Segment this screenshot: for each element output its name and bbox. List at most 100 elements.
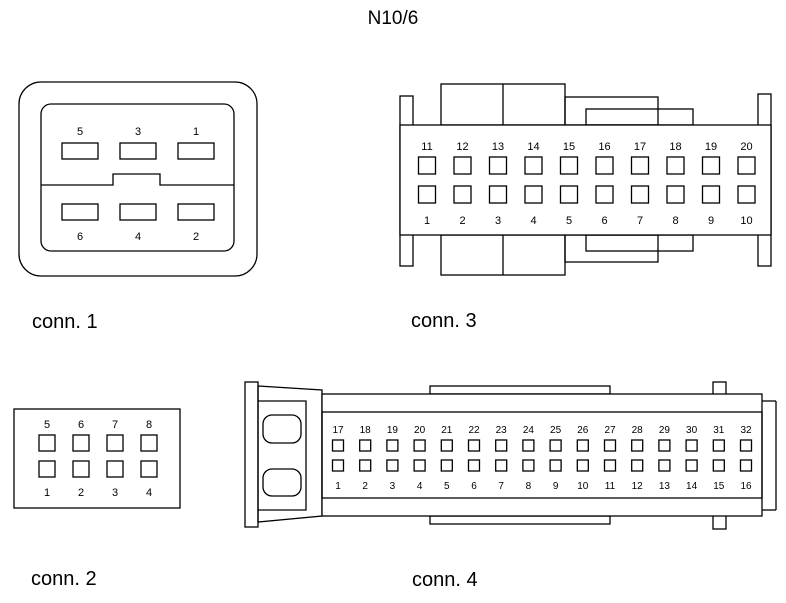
- connector-4-latch-hole-bottom: [262, 468, 302, 497]
- conn4-bottom-pin-cavity: [712, 459, 725, 472]
- conn3-top-pin-cavity: [488, 156, 508, 175]
- conn4-bottom-pin-cavity: [331, 459, 345, 472]
- conn1-top-pin-cavity: [177, 142, 215, 160]
- conn4-pin-number: 28: [632, 425, 644, 436]
- conn3-bottom-pin-cavity: [701, 185, 721, 204]
- conn4-pin-number: 15: [713, 481, 725, 492]
- conn4-pin-number: 21: [441, 425, 453, 436]
- conn3-top-pin-cavity: [595, 156, 614, 175]
- conn4-top-pin-cavity: [359, 439, 372, 452]
- conn3-pin-number: 7: [637, 215, 643, 227]
- conn4-top-pin-cavity: [522, 439, 535, 452]
- conn3-top-pin-cavity: [417, 156, 437, 175]
- conn4-pin-number: 10: [577, 481, 589, 492]
- connector-4-latch-hole-top: [262, 414, 302, 444]
- conn3-bottom-pin-cavity: [630, 185, 650, 204]
- conn4-pin-number: 9: [553, 481, 559, 492]
- conn3-bottom-pin-cavity: [524, 185, 543, 204]
- conn1-bottom-pin-cavity: [61, 203, 99, 221]
- conn4-top-pin-cavity: [549, 439, 562, 452]
- conn1-top-pin-cavity: [61, 142, 99, 160]
- conn3-pin-number: 3: [495, 215, 501, 227]
- conn1-bottom-pin-cavity: [177, 203, 215, 221]
- conn4-top-pin-cavity: [658, 439, 671, 452]
- conn4-top-pin-cavity: [413, 439, 426, 452]
- conn3-top-pin-cavity: [666, 156, 685, 175]
- conn3-pin-number: 19: [705, 141, 717, 153]
- conn2-pin-number: 2: [78, 487, 84, 499]
- conn2-pin-number: 4: [146, 487, 152, 499]
- conn4-pin-number: 31: [713, 425, 725, 436]
- conn2-pin-number: 8: [146, 419, 152, 431]
- conn4-bottom-pin-cavity: [603, 459, 617, 472]
- conn4-bottom-pin-cavity: [739, 459, 753, 472]
- conn4-bottom-pin-cavity: [631, 459, 644, 472]
- conn4-pin-number: 20: [414, 425, 426, 436]
- conn2-top-pin-cavity: [140, 434, 158, 452]
- conn3-top-pin-cavity: [453, 156, 472, 175]
- conn2-bottom-pin-cavity: [140, 460, 158, 478]
- conn3-pin-number: 16: [598, 141, 610, 153]
- connector-4-latch-frame: [258, 400, 307, 511]
- conn3-pin-number: 14: [527, 141, 539, 153]
- connector-3-body: [399, 124, 772, 236]
- conn3-top-pin-cavity: [701, 156, 721, 175]
- conn4-pin-number: 14: [686, 481, 698, 492]
- conn3-pin-number: 13: [492, 141, 504, 153]
- connector-1-label: conn. 1: [32, 311, 98, 333]
- connector-4-top-rail: [429, 385, 611, 395]
- conn3-bottom-pin-cavity: [666, 185, 685, 204]
- conn4-pin-number: 3: [390, 481, 396, 492]
- conn4-bottom-pin-cavity: [576, 459, 589, 472]
- conn3-pin-number: 20: [740, 141, 752, 153]
- conn4-top-pin-cavity: [739, 439, 753, 452]
- connector-4-bottom-rail: [429, 515, 611, 525]
- conn4-pin-number: 26: [577, 425, 589, 436]
- connector-3-bottom-step: [564, 234, 659, 263]
- connector-2-housing: [13, 408, 181, 509]
- conn1-pin-number: 3: [135, 126, 141, 138]
- conn4-pin-number: 17: [332, 425, 344, 436]
- conn4-bottom-pin-cavity: [685, 459, 698, 472]
- conn1-pin-number: 5: [77, 126, 83, 138]
- conn3-pin-number: 12: [456, 141, 468, 153]
- conn2-pin-number: 5: [44, 419, 50, 431]
- connector-4-left-tab: [244, 381, 259, 528]
- connector-3-top-rail: [585, 108, 694, 126]
- conn2-bottom-pin-cavity: [38, 460, 56, 478]
- conn1-top-pin-cavity: [119, 142, 157, 160]
- conn3-top-pin-cavity: [737, 156, 756, 175]
- conn4-bottom-pin-cavity: [495, 459, 508, 472]
- conn2-bottom-pin-cavity: [106, 460, 124, 478]
- conn1-pin-number: 6: [77, 231, 83, 243]
- conn4-bottom-pin-cavity: [658, 459, 671, 472]
- conn4-top-pin-cavity: [712, 439, 725, 452]
- conn3-bottom-pin-cavity: [595, 185, 614, 204]
- conn1-pin-number: 2: [193, 231, 199, 243]
- conn4-bottom-pin-cavity: [359, 459, 372, 472]
- conn3-pin-number: 4: [530, 215, 536, 227]
- conn4-bottom-pin-cavity: [467, 459, 481, 472]
- conn4-pin-number: 27: [604, 425, 616, 436]
- conn3-pin-number: 6: [601, 215, 607, 227]
- connector-1-housing: [18, 81, 258, 277]
- conn4-pin-number: 4: [417, 481, 423, 492]
- conn4-pin-number: 23: [496, 425, 508, 436]
- conn4-pin-number: 11: [605, 481, 616, 492]
- conn3-pin-number: 17: [634, 141, 646, 153]
- conn3-pin-number: 2: [459, 215, 465, 227]
- conn4-bottom-pin-cavity: [522, 459, 535, 472]
- conn4-pin-number: 30: [686, 425, 698, 436]
- conn3-bottom-pin-cavity: [453, 185, 472, 204]
- conn2-pin-number: 1: [44, 487, 50, 499]
- conn4-pin-number: 25: [550, 425, 562, 436]
- conn2-top-pin-cavity: [38, 434, 56, 452]
- conn4-pin-number: 29: [659, 425, 671, 436]
- conn3-top-pin-cavity: [630, 156, 650, 175]
